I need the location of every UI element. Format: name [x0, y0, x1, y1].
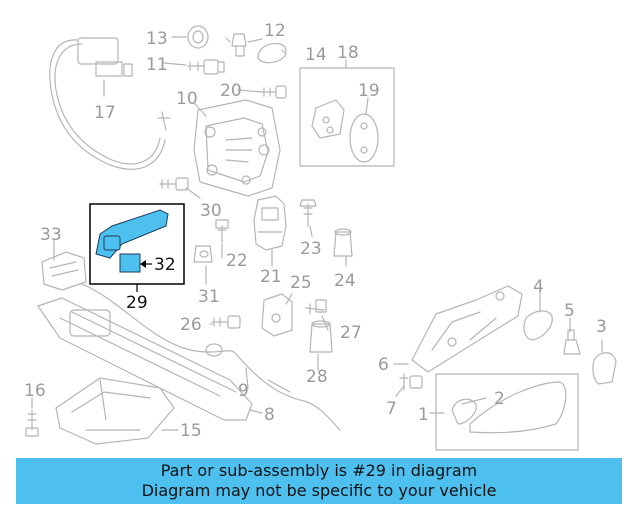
callout-14: 14 — [305, 45, 327, 65]
part-10-latch — [193, 99, 281, 197]
callout-28: 28 — [306, 367, 328, 387]
callout-9: 9 — [238, 381, 249, 401]
part-7-screw — [399, 373, 423, 391]
callout-29: 29 — [126, 293, 148, 313]
callout-6: 6 — [378, 355, 389, 375]
part-31-nut — [193, 245, 213, 263]
part-1-box — [435, 373, 579, 451]
part-5-cylinder — [563, 329, 581, 355]
callout-2: 2 — [494, 389, 505, 409]
callout-8: 8 — [264, 405, 275, 425]
callout-4: 4 — [533, 277, 544, 297]
part-14-cap — [257, 43, 287, 64]
arrow-32 — [140, 260, 146, 268]
callout-31: 31 — [198, 287, 220, 307]
part-6-handle-frame — [411, 285, 523, 373]
part-25-bracket — [261, 293, 293, 337]
info-banner: Part or sub-assembly is #29 in diagram D… — [16, 458, 622, 504]
part-29-highlight — [89, 203, 185, 292]
door-check-arm — [95, 209, 169, 273]
part-33-actuator — [41, 251, 87, 291]
part-28-bushing — [309, 320, 333, 353]
callout-19: 19 — [358, 81, 380, 101]
banner-line-1: Part or sub-assembly is #29 in diagram — [160, 461, 478, 480]
callout-10: 10 — [176, 89, 198, 109]
callout-25: 25 — [290, 273, 312, 293]
part-18-box — [299, 67, 395, 167]
callout-18: 18 — [337, 43, 359, 63]
callout-7: 7 — [386, 399, 397, 419]
callout-32: 32 — [154, 255, 176, 275]
part-17-cable — [49, 37, 171, 170]
part-30-screw — [159, 177, 189, 191]
part-22-screw — [215, 219, 229, 243]
part-15-bracket — [55, 377, 175, 445]
part-12-bolt — [225, 33, 247, 57]
callout-5: 5 — [564, 301, 575, 321]
callout-3: 3 — [596, 317, 607, 337]
part-21-bracket — [253, 195, 287, 251]
part-3-cap — [592, 352, 617, 385]
callout-20: 20 — [220, 81, 242, 101]
part-11-screw — [187, 59, 225, 75]
callout-27: 27 — [340, 323, 362, 343]
part-23-bolt — [299, 199, 317, 227]
part-13-grommet — [187, 25, 209, 49]
callout-26: 26 — [180, 315, 202, 335]
callout-15: 15 — [180, 421, 202, 441]
callout-1: 1 — [418, 405, 429, 425]
callout-12: 12 — [264, 21, 286, 41]
callout-24: 24 — [334, 271, 356, 291]
callout-21: 21 — [260, 267, 282, 287]
part-27-screw — [305, 299, 327, 315]
callout-11: 11 — [146, 55, 168, 75]
part-9-cable — [81, 283, 341, 431]
part-20-screw — [261, 85, 287, 99]
part-24-bushing — [333, 228, 353, 257]
part-26-screw — [211, 315, 241, 329]
callout-30: 30 — [200, 201, 222, 221]
part-16-screw — [25, 409, 39, 437]
part-4-cover — [523, 310, 553, 341]
callout-17: 17 — [94, 103, 116, 123]
callout-13: 13 — [146, 29, 168, 49]
part-8-handle — [37, 297, 253, 421]
callout-16: 16 — [24, 381, 46, 401]
callout-22: 22 — [226, 251, 248, 271]
callout-23: 23 — [300, 239, 322, 259]
callout-33: 33 — [40, 225, 62, 245]
banner-line-2: Diagram may not be specific to your vehi… — [141, 481, 497, 500]
